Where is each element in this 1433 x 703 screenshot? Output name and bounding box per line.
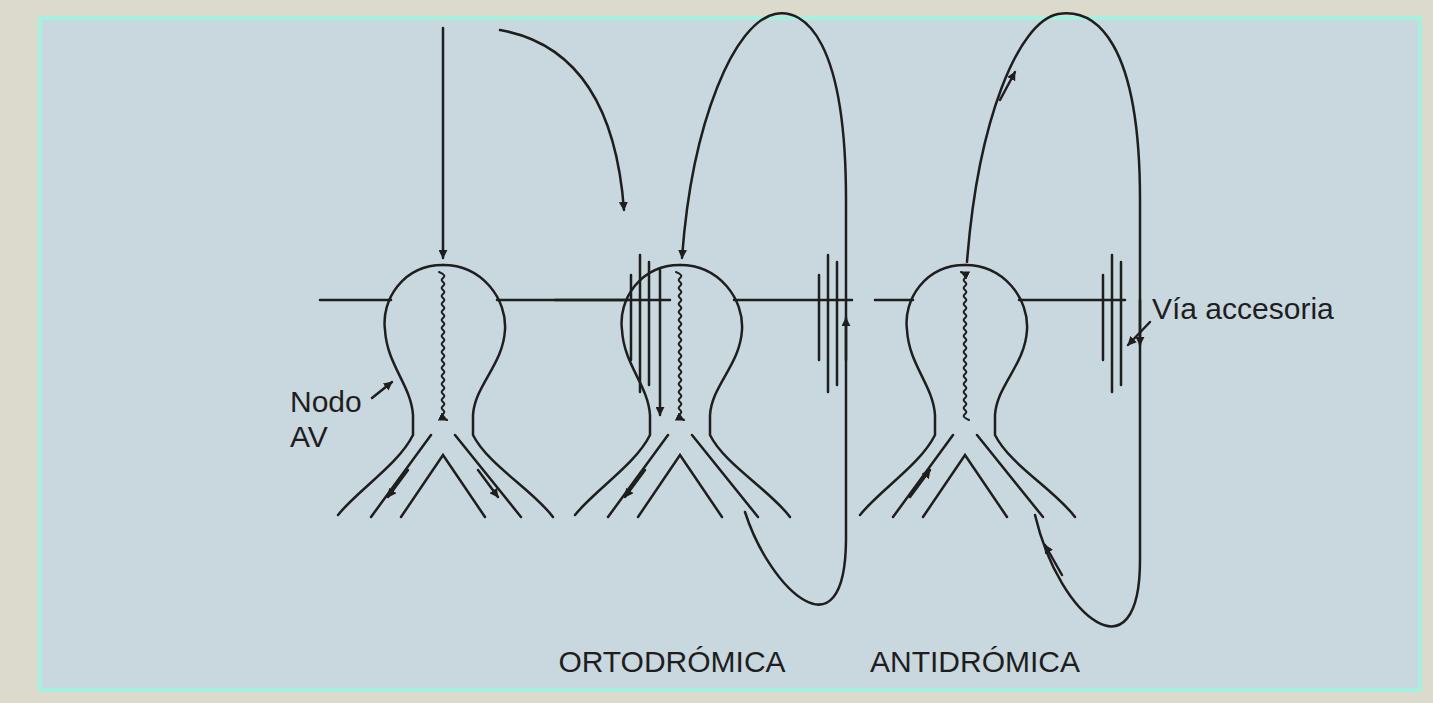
leader-arrow <box>372 382 392 398</box>
wavy-conduction <box>961 272 969 420</box>
diagram-caption: ANTIDRÓMICA <box>855 645 1095 680</box>
wavy-conduction <box>676 272 684 420</box>
impulse-arrow <box>659 270 662 415</box>
av-groove <box>875 299 913 302</box>
av-groove <box>1019 299 1125 302</box>
accessory-pathway <box>1120 262 1123 385</box>
wavy-conduction <box>439 272 447 420</box>
accessory-pathway <box>639 255 642 392</box>
bundle-branch <box>977 435 1043 517</box>
av-groove <box>497 299 670 302</box>
leader-arrow <box>1128 322 1150 345</box>
impulse-arrow <box>442 28 445 258</box>
impulse-arrow <box>845 318 848 360</box>
impulse-arrow <box>388 470 408 497</box>
accessory-pathway <box>1111 255 1114 392</box>
accessory-pathway <box>1102 275 1105 360</box>
accessory-pathway <box>818 275 821 360</box>
bundle-branch <box>638 455 722 517</box>
accessory-pathway <box>827 255 830 392</box>
impulse-arrow <box>625 470 645 497</box>
av-groove <box>555 299 628 302</box>
reentry-loop <box>682 13 846 604</box>
bundle-branch <box>401 455 485 517</box>
bundle-branch <box>893 435 953 517</box>
accessory-pathway <box>836 262 839 385</box>
bundle-branch <box>455 435 521 517</box>
impulse-arrow <box>1139 300 1142 345</box>
bundle-branch <box>371 435 431 517</box>
reentry-loop <box>967 13 1140 626</box>
bundle-branch <box>692 435 758 517</box>
impulse-arrow <box>1045 545 1062 575</box>
part-label: Vía accesoria <box>1152 292 1392 327</box>
accessory-pathway <box>648 262 651 385</box>
impulse-arrow <box>1000 72 1015 100</box>
diagram-caption: ORTODRÓMICA <box>552 645 792 680</box>
frame <box>40 18 1420 690</box>
impulse-arrow <box>910 470 930 497</box>
av-groove <box>734 299 852 302</box>
impulse-arrow <box>478 470 498 497</box>
part-label: Nodo AV <box>290 385 380 454</box>
impulse-arrow <box>500 30 624 210</box>
av-groove <box>320 299 391 302</box>
bundle-branch <box>923 455 1007 517</box>
bundle-branch <box>608 435 668 517</box>
